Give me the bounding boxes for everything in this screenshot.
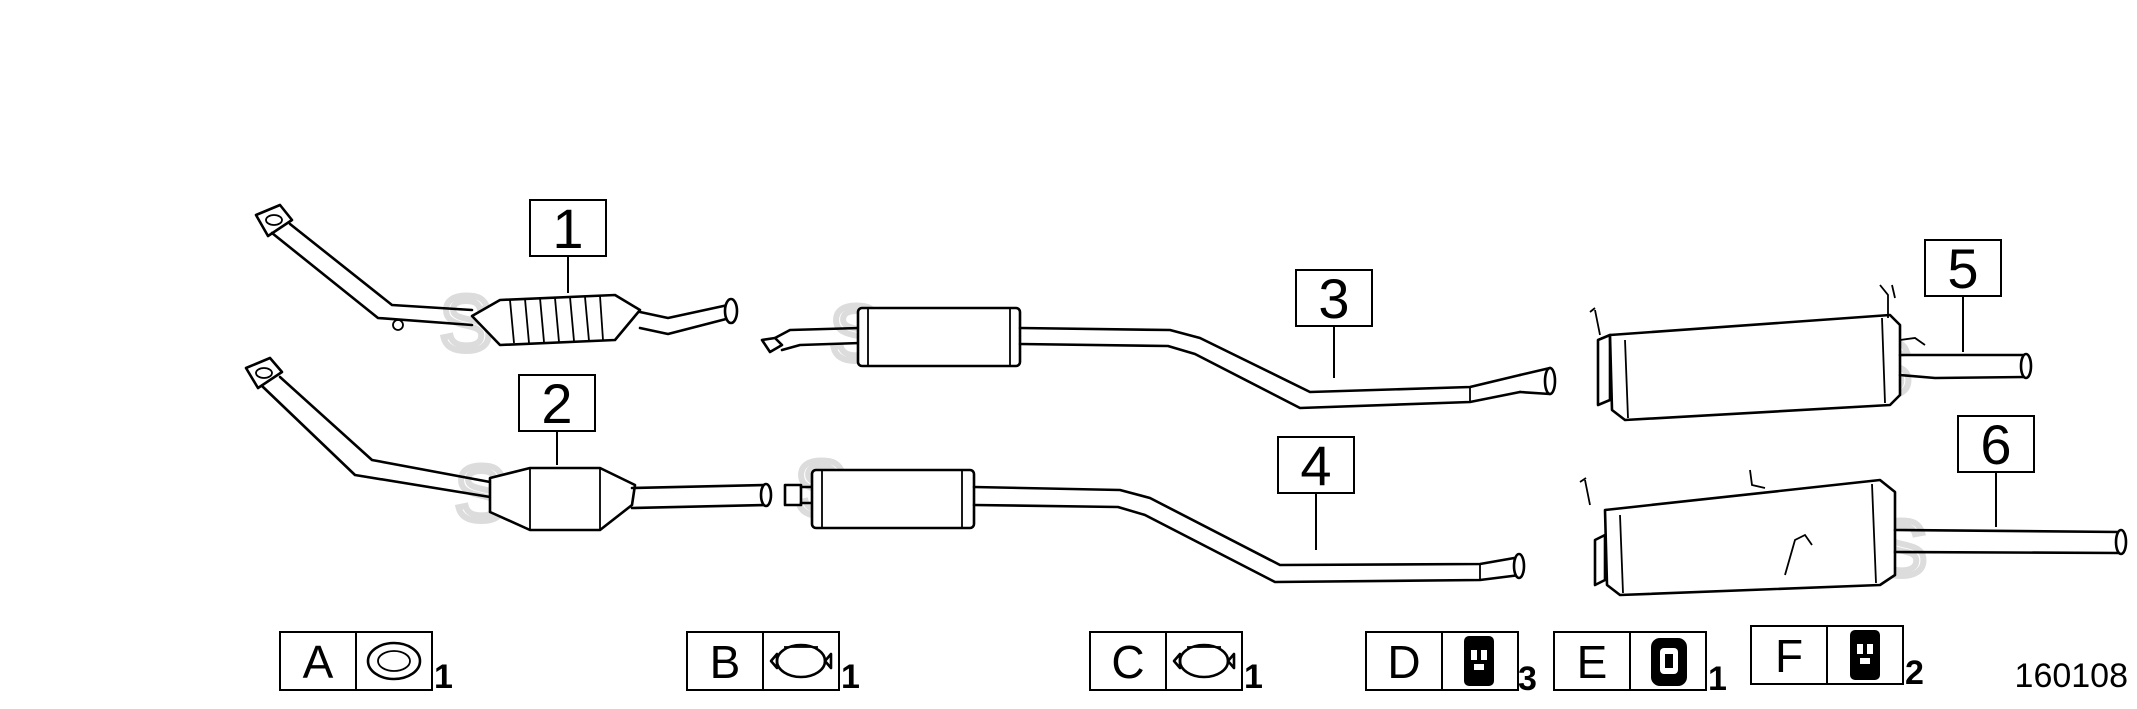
- legend-item-f-letter: F: [1775, 630, 1803, 682]
- callout-2-label: 2: [541, 372, 572, 435]
- callout-6: 6: [1957, 413, 2035, 527]
- legend-item-d-qty: 3: [1518, 660, 1537, 698]
- pipe-clamp-icon: [769, 643, 833, 679]
- part-6-rear-silencer: [1579, 469, 2128, 597]
- callout-1: 1: [529, 197, 607, 293]
- callout-3: 3: [1295, 267, 1373, 378]
- legend-item-f: F 2: [1750, 625, 1924, 692]
- callout-6-label: 6: [1980, 413, 2011, 476]
- rubber-hanger-icon: [1850, 630, 1880, 680]
- callout-4-label: 4: [1300, 434, 1331, 497]
- gasket-ring-icon: [366, 641, 422, 681]
- legend-item-c-qty: 1: [1244, 658, 1263, 696]
- rubber-hanger-icon: [1651, 638, 1687, 686]
- legend-item-e: E 1: [1553, 631, 1727, 698]
- part-4-center-silencer: [783, 468, 1526, 584]
- legend-item-f-qty: 2: [1905, 654, 1924, 692]
- callout-5: 5: [1924, 237, 2002, 352]
- legend-item-c: C 1: [1089, 631, 1263, 696]
- callout-4: 4: [1277, 434, 1355, 550]
- part-5-rear-silencer: [1589, 284, 2033, 422]
- legend-item-c-letter: C: [1111, 636, 1144, 688]
- legend-item-a-letter: A: [303, 636, 334, 688]
- legend-item-b-qty: 1: [841, 658, 860, 696]
- part-2-front-pipe-catalyst: [244, 356, 773, 532]
- callout-3-label: 3: [1318, 267, 1349, 330]
- legend-item-b: B 1: [686, 631, 860, 696]
- legend-item-d: D 3: [1365, 631, 1537, 698]
- legend-item-d-letter: D: [1387, 636, 1420, 688]
- legend-item-a: A 1: [279, 631, 453, 696]
- legend-item-e-letter: E: [1577, 636, 1608, 688]
- part-1-front-pipe-catalyst: [254, 203, 739, 347]
- callout-2: 2: [518, 372, 596, 465]
- callout-1-label: 1: [552, 197, 583, 260]
- callout-5-label: 5: [1947, 237, 1978, 300]
- pipe-clamp-icon: [1172, 643, 1236, 679]
- reference-number: 160108: [2015, 657, 2128, 695]
- rubber-hanger-icon: [1464, 636, 1494, 686]
- legend-item-b-letter: B: [710, 636, 741, 688]
- legend-item-e-qty: 1: [1708, 660, 1727, 698]
- legend-item-a-qty: 1: [434, 658, 453, 696]
- part-3-center-silencer: [760, 306, 1557, 410]
